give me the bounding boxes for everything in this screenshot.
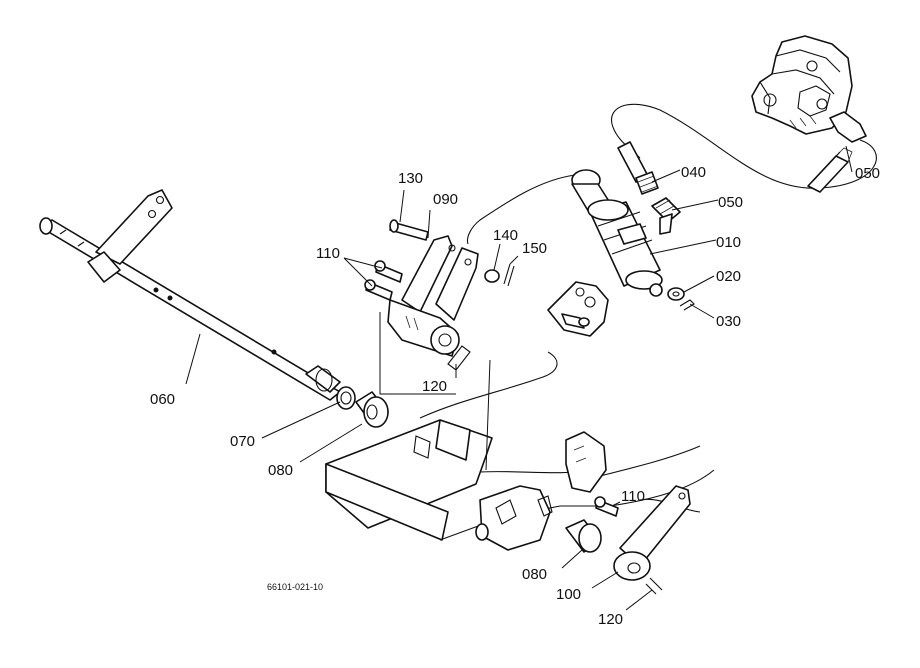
label-060: 060 (150, 391, 175, 408)
washer-140 (484, 269, 500, 283)
bushing-080-upper (355, 391, 389, 428)
label-150: 150 (522, 240, 547, 257)
label-100: 100 (556, 586, 581, 603)
split-pin-120-upper (447, 345, 471, 371)
label-080-a: 080 (268, 462, 293, 479)
cylinder-mount-bracket (547, 281, 609, 337)
bolt-110-upper (364, 260, 403, 301)
label-010: 010 (716, 234, 741, 251)
control-cable (611, 103, 877, 189)
split-pin-030 (679, 299, 695, 311)
label-110-b: 110 (621, 488, 645, 505)
hose-fitting-040 (617, 141, 659, 195)
label-090: 090 (433, 191, 458, 208)
washer-020 (667, 287, 685, 301)
hydraulic-valve-housing (751, 35, 867, 143)
pin-150 (503, 263, 515, 287)
label-070: 070 (230, 433, 255, 450)
part-labels: 040 050 010 020 030 050 060 070 080 090 … (150, 164, 880, 628)
shaft-lift-arm (87, 189, 173, 283)
pin-130 (389, 219, 429, 241)
tractor-frame (325, 351, 715, 551)
label-080-b: 080 (522, 566, 547, 583)
label-040: 040 (681, 164, 706, 181)
bushing-080-lower (565, 519, 602, 553)
label-110-a: 110 (316, 245, 340, 262)
collar-070 (336, 386, 356, 410)
label-050-a: 050 (718, 194, 743, 211)
label-120-a: 120 (422, 378, 447, 395)
bolt-110-lower (594, 496, 619, 517)
cable-end-fitting (807, 147, 853, 193)
label-140: 140 (493, 227, 518, 244)
split-pin-120-lower (645, 577, 663, 595)
label-030: 030 (716, 313, 741, 330)
lift-shaft-060 (39, 217, 341, 401)
drawing-code: 66101-021-10 (267, 582, 323, 592)
elbow-fitting-050 (651, 197, 681, 235)
lift-cylinder (571, 169, 663, 297)
label-120-b: 120 (598, 611, 623, 628)
lift-arm-090 (387, 235, 479, 357)
label-130: 130 (398, 170, 423, 187)
leader-lines (185, 145, 853, 611)
label-050-b: 050 (855, 165, 880, 182)
control-cable-return (466, 174, 576, 245)
lift-arm-100 (613, 485, 691, 581)
label-020: 020 (716, 268, 741, 285)
